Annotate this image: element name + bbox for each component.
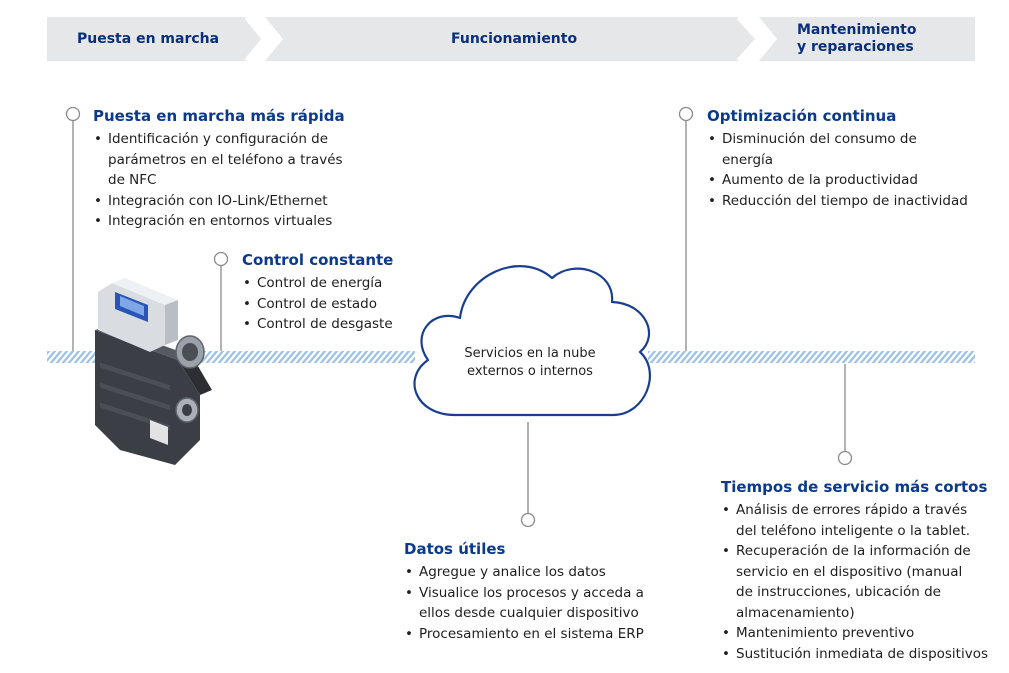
- list-item: Aumento de la productividad: [707, 170, 968, 191]
- block-useful-data: Datos útiles Agregue y analice los datos…: [404, 540, 644, 644]
- block-constant-control: Control constante Control de energía Con…: [242, 251, 393, 335]
- phase-chevron-operation: [265, 17, 759, 61]
- connector-dot-rapid-startup: [65, 106, 81, 122]
- block-title: Optimización continua: [707, 107, 897, 125]
- block-title: Puesta en marcha más rápida: [93, 107, 345, 125]
- list-item: Control de desgaste: [242, 314, 393, 335]
- list-item: Integración con IO-Link/Ethernet: [93, 191, 345, 212]
- phase-label-startup: Puesta en marcha: [77, 31, 220, 47]
- block-title: Control constante: [242, 251, 394, 269]
- connector-dot-constant-control: [213, 251, 229, 267]
- list-item: Análisis de errores rápido a través del …: [721, 500, 988, 541]
- list-item: Sustitución inmediata de dispositivos: [721, 644, 988, 665]
- bullet-list: Identificación y configuración de paráme…: [93, 129, 345, 232]
- phase-label-maintenance: Mantenimiento y reparaciones: [797, 22, 917, 55]
- block-continuous-optimization: Optimización continua Disminución del co…: [707, 107, 968, 211]
- bullet-list: Control de energía Control de estado Con…: [242, 273, 393, 335]
- list-item: Control de estado: [242, 294, 393, 315]
- timeline-right: [648, 351, 975, 363]
- list-item: Recuperación de la información de servic…: [721, 541, 988, 623]
- bullet-list: Análisis de errores rápido a través del …: [721, 500, 988, 664]
- cloud-caption: Servicios en la nube externos o internos: [464, 346, 596, 379]
- list-item: Disminución del consumo de energía: [707, 129, 968, 170]
- phase-bar: [47, 17, 975, 61]
- phase-label-operation: Funcionamiento: [451, 31, 578, 47]
- list-item: Procesamiento en el sistema ERP: [404, 624, 644, 645]
- block-title: Datos útiles: [404, 540, 506, 558]
- list-item: Reducción del tiempo de inactividad: [707, 191, 968, 212]
- block-title: Tiempos de servicio más cortos: [721, 478, 988, 496]
- block-service-times: Tiempos de servicio más cortos Análisis …: [721, 478, 988, 664]
- block-rapid-startup: Puesta en marcha más rápida Identificaci…: [93, 107, 345, 232]
- list-item: Agregue y analice los datos: [404, 562, 644, 583]
- list-item: Visualice los procesos y acceda a ellos …: [404, 583, 644, 624]
- device-icon: [95, 278, 212, 465]
- connector-dot-service: [837, 450, 853, 466]
- bullet-list: Agregue y analice los datos Visualice lo…: [404, 562, 644, 644]
- phase-chevron-startup: [47, 17, 265, 61]
- list-item: Integración en entornos virtuales: [93, 211, 345, 232]
- list-item: Identificación y configuración de paráme…: [93, 129, 345, 191]
- connector-dot-optimization: [678, 106, 694, 122]
- phase-chevron-maintenance: [759, 17, 975, 61]
- cloud-shape: [413, 265, 651, 417]
- list-item: Mantenimiento preventivo: [721, 623, 988, 644]
- list-item: Control de energía: [242, 273, 393, 294]
- bullet-list: Disminución del consumo de energía Aumen…: [707, 129, 968, 211]
- connector-dot-useful-data: [520, 512, 536, 528]
